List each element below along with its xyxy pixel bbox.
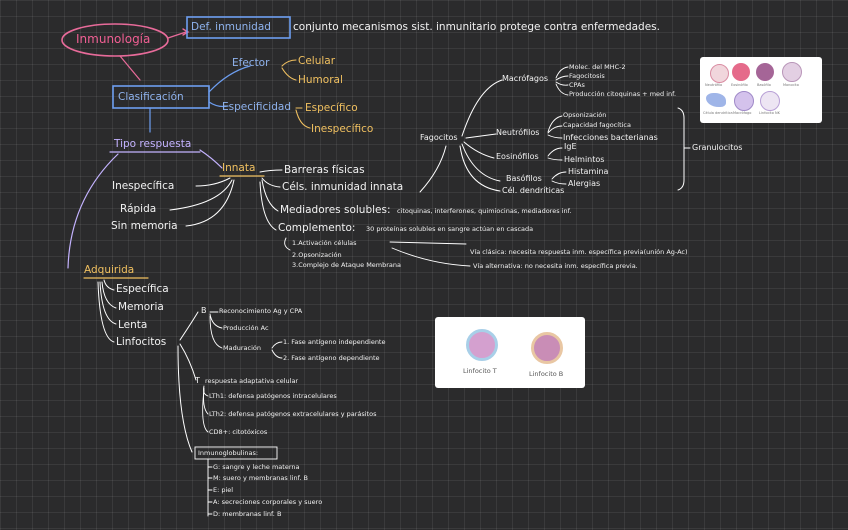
linfocito-t-cell-icon [466, 329, 498, 361]
b-produccion: Producción Ac [223, 324, 269, 332]
neutrofilo-cell-icon [710, 64, 729, 83]
innata-trait-sin-memoria: Sin memoria [111, 220, 178, 232]
card-label-nk: Linfocito NK [759, 111, 780, 115]
card-label-eosinofilo: Eosinófilo [731, 83, 748, 87]
neutrofilos-label: Neutrófilos [496, 128, 540, 137]
ig-m: M: suero y membranas linf. B [213, 474, 308, 482]
innata-cels: Céls. inmunidad innata [282, 181, 404, 193]
innata-barreras: Barreras físicas [284, 164, 365, 176]
tipo-respuesta-label: Tipo respuesta [114, 138, 192, 150]
t-header: respuesta adaptativa celular [205, 377, 299, 385]
monocito-cell-icon [782, 62, 802, 82]
immune-cells-image: Neutrófilo Eosinófilo Basófilo Monocito … [700, 57, 822, 123]
macrofagos-item-4: Producción citoquinas + med inf. [569, 90, 677, 98]
innata-trait-rapida: Rápida [120, 203, 157, 215]
linfocitos-image: Linfocito T Linfocito B [435, 317, 585, 388]
title-ellipse [61, 23, 169, 57]
via-clasica: Vía clásica: necesita respuesta inm. esp… [470, 248, 688, 256]
especificidad-label: Especificidad [222, 101, 291, 113]
macrofagos-item-1: Molec. del MHC-2 [569, 63, 626, 71]
basofilos-label: Basófilos [506, 174, 542, 183]
ig-e: E: piel [213, 486, 234, 494]
t-lth2: LTh2: defensa patógenos extracelulares y… [209, 410, 377, 418]
ig-g: G: sangre y leche materna [213, 463, 300, 471]
clasificacion-box [112, 85, 210, 109]
granulocitos-label: Granulocitos [692, 143, 743, 152]
innata-complemento: Complemento: [278, 222, 356, 234]
adquirida-memoria: Memoria [118, 301, 164, 313]
card-label-neutrofilo: Neutrófilo [705, 83, 723, 87]
eosinofilos-label: Eosinófilos [496, 152, 539, 161]
efector-celular: Celular [298, 55, 336, 67]
adquirida-especifica: Específica [116, 283, 169, 295]
b-reconocimiento: Reconocimiento Ag y CPA [219, 307, 303, 315]
inmunoglobulinas-label: Inmunoglobulinas: [198, 449, 259, 457]
neutrofilos-item-2: Capacidad fagocítica [563, 121, 631, 129]
adquirida-label: Adquirida [84, 264, 135, 276]
t-lth1: LTh1: defensa patógenos intracelulares [209, 392, 337, 400]
linfocito-b-cell-icon [531, 332, 563, 364]
innata-label: Innata [222, 162, 256, 174]
eosinofilos-ige: IgE [564, 142, 577, 151]
basofilos-alergias: Alergias [568, 179, 601, 188]
t-cd8: CD8+: citotóxicos [209, 428, 268, 436]
via-alternativa: Vía alternativa: no necesita inm. especí… [473, 262, 638, 270]
efector-humoral: Humoral [298, 74, 343, 86]
especificidad-inespecifico: Inespecífico [311, 123, 374, 135]
celula-dendritica-cell-icon [706, 93, 726, 107]
complemento-f1: 1.Activación células [292, 239, 357, 247]
title-inmunologia: Inmunología [76, 32, 151, 46]
complemento-text: 30 proteínas solubles en sangre actúan e… [366, 225, 534, 233]
b-maduracion: Maduración [223, 344, 261, 352]
celulas-dendriticas: Cél. dendríticas [502, 186, 565, 195]
innata-mediadores: Mediadores solubles: [280, 204, 391, 216]
innata-trait-inespecifica: Inespecífica [112, 180, 175, 192]
eosinofilos-helmintos: Helmintos [564, 155, 605, 164]
macrofagos-label: Macrófagos [502, 74, 549, 83]
basofilo-cell-icon [756, 63, 774, 81]
ig-a: A: secreciones corporales y suero [213, 498, 323, 506]
linfocito-t-label: T [195, 376, 200, 385]
macrofagos-item-2: Fagocitosis [569, 72, 605, 80]
eosinofilo-cell-icon [732, 63, 750, 81]
macrofago-cell-icon [734, 91, 754, 111]
neutrofilos-item-3: Infecciones bacterianas [563, 133, 658, 142]
neutrofilos-item-1: Opsonización [563, 111, 607, 119]
linfocito-t-caption: Linfocito T [463, 367, 497, 375]
especificidad-especifico: Específico [305, 102, 358, 114]
linfocito-b-label: B [201, 306, 207, 315]
macrofagos-item-3: CPAs [569, 81, 585, 89]
b-maduracion-fase-1: 1. Fase antígeno independiente [283, 338, 386, 346]
def-label: Def. inmunidad [191, 21, 271, 33]
ig-d: D: membranas linf. B [213, 510, 282, 518]
adquirida-lenta: Lenta [118, 319, 148, 331]
mediadores-text: citoquinas, interferones, quimiocinas, m… [397, 207, 572, 215]
card-label-dendritica: Célula dendrítica [703, 111, 733, 115]
b-maduracion-fase-2: 2. Fase antígeno dependiente [283, 354, 380, 362]
def-box [186, 16, 291, 39]
fagocitos-label: Fagocitos [420, 133, 458, 142]
card-label-macrofago: Macrófago [733, 111, 752, 115]
card-label-monocito: Monocito [783, 83, 799, 87]
linfocito-b-caption: Linfocito B [529, 370, 564, 378]
complemento-f2: 2.Opsonización [292, 251, 342, 259]
def-text: conjunto mecanismos sist. inmunitario pr… [293, 21, 660, 33]
linfocito-nk-cell-icon [760, 91, 780, 111]
ig-box [194, 446, 278, 460]
basofilos-histamina: Histamina [568, 167, 609, 176]
complemento-f3: 3.Complejo de Ataque Membrana [292, 261, 402, 269]
adquirida-linfocitos: Linfocitos [116, 336, 167, 348]
card-label-basofilo: Basófilo [757, 83, 771, 87]
efector-label: Efector [232, 57, 270, 69]
clasificacion-label: Clasificación [118, 91, 184, 103]
